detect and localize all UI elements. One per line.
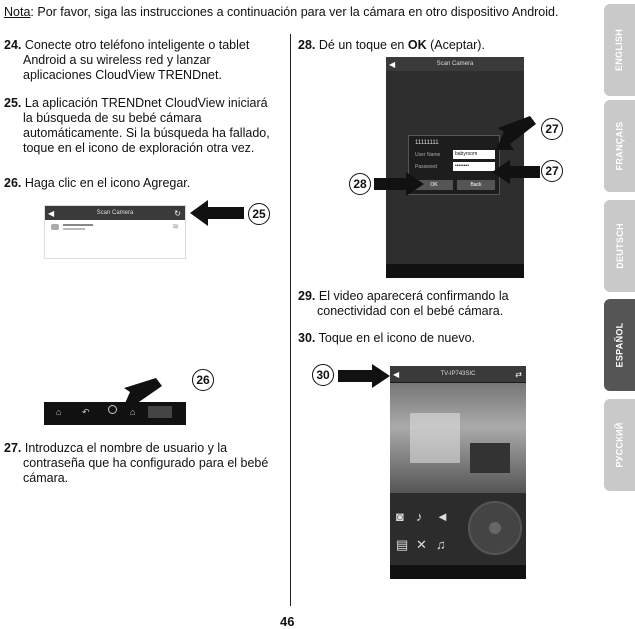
callout-27-top: 27 — [541, 118, 563, 140]
arrow-26 — [122, 378, 162, 410]
back-arrow-icon[interactable]: ◀ — [393, 369, 400, 379]
note: Nota: Por favor, siga las instrucciones … — [4, 4, 579, 20]
step-24: 24. Conecte otro teléfono inteligente o … — [4, 38, 250, 82]
wifi-icon: ≋ — [172, 222, 179, 231]
snapshot-icon[interactable]: ◙ — [396, 509, 404, 524]
menu-icon — [148, 406, 172, 418]
back-arrow-icon[interactable]: ◀ — [389, 59, 396, 69]
callout-28: 28 — [349, 173, 371, 195]
tab-english[interactable]: ENGLISH — [604, 4, 635, 96]
callout-30: 30 — [312, 364, 334, 386]
rotate-icon[interactable]: ⇄ — [515, 369, 522, 379]
refresh-icon[interactable]: ↻ — [174, 208, 181, 218]
recents-icon: ⌂ — [130, 407, 136, 417]
arrow-28 — [374, 172, 424, 196]
back-icon: ↶ — [82, 407, 90, 417]
camera-thumb-icon — [51, 224, 59, 230]
step-28: 28. Dé un toque en OK (Aceptar). — [298, 38, 485, 52]
music-icon[interactable]: ♫ — [436, 537, 446, 552]
step-25: 25. La aplicación TRENDnet CloudView ini… — [4, 96, 270, 155]
home-icon: ⌂ — [56, 407, 62, 417]
page-number: 46 — [280, 614, 295, 629]
note-text: : Por favor, siga las instrucciones a co… — [30, 5, 559, 19]
step-27: 27. Introduzca el nombre de usuario y la… — [4, 441, 269, 485]
control-panel: ◙ ♪ ◄ ▤ ✕ ♫ — [390, 493, 526, 565]
back-arrow-icon[interactable]: ◀ — [48, 208, 55, 218]
note-label: Nota — [4, 5, 31, 19]
scan-topbar: ◀ Scan Camera ↻ — [45, 206, 185, 220]
video-screen: ◀ TV-IP743SIC ⇄ ◙ ♪ ◄ ▤ ✕ ♫ — [390, 366, 526, 579]
arrow-27-top — [496, 116, 536, 150]
arrow-27-bottom — [492, 160, 540, 184]
tab-deutsch[interactable]: DEUTSCH — [604, 200, 635, 292]
settings-icon[interactable]: ✕ — [416, 537, 427, 552]
callout-27-bottom: 27 — [541, 160, 563, 182]
camera-entry-line-2 — [63, 228, 85, 230]
speaker-icon[interactable]: ◄ — [436, 509, 449, 524]
video-feed — [390, 383, 526, 493]
arrow-30 — [338, 364, 390, 388]
add-icon[interactable] — [108, 405, 117, 414]
password-field[interactable]: •••••••• — [453, 162, 495, 171]
username-field[interactable]: babyroom — [453, 150, 495, 159]
mic-icon[interactable]: ♪ — [416, 509, 423, 524]
cancel-button[interactable]: Back — [457, 180, 495, 190]
tab-russian[interactable]: РУССКИЙ — [604, 399, 635, 491]
navbar-screen: ⌂ ↶ ⌂ — [44, 402, 186, 425]
step-29: 29. El video aparecerá confirmando la co… — [298, 289, 509, 318]
callout-25: 25 — [248, 203, 270, 225]
step-26: 26. Haga clic en el icono Agregar. — [4, 176, 191, 190]
tab-espanol[interactable]: ESPAÑOL — [604, 299, 635, 391]
arrow-25 — [190, 200, 244, 226]
column-divider — [290, 34, 291, 606]
ok-button[interactable]: OK — [415, 180, 453, 190]
tab-francais[interactable]: FRANÇAIS — [604, 100, 635, 192]
callout-26: 26 — [192, 369, 214, 391]
camera-entry-line — [63, 224, 93, 226]
dpad-control[interactable] — [468, 501, 522, 555]
scan-camera-screen: ◀ Scan Camera ↻ ≋ — [44, 205, 186, 259]
login-dialog: 11111111 User Name babyroom Password •••… — [408, 135, 500, 195]
keyboard-icon[interactable]: ▤ — [396, 537, 409, 552]
login-screen: ◀ Scan Camera 11111111 User Name babyroo… — [386, 57, 524, 278]
step-30: 30. Toque en el icono de nuevo. — [298, 331, 476, 345]
